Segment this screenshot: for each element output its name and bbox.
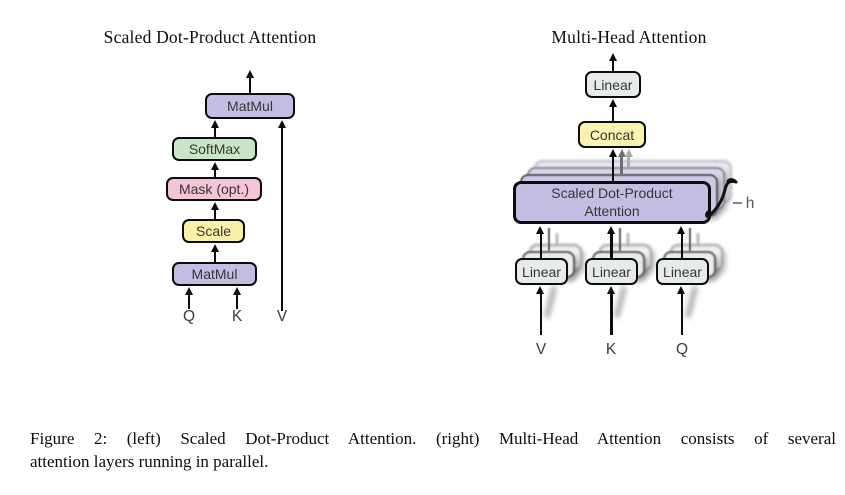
scale-label: Scale — [195, 223, 232, 239]
att-to-concat-arrowhead-3 — [624, 149, 633, 157]
linear-q-to-att-arrowhead — [677, 226, 686, 234]
v-input-arrowhead — [536, 286, 545, 294]
q-arrow-line — [187, 294, 191, 309]
mha-k-input-label: K — [605, 341, 617, 358]
heads-brace-curve — [705, 178, 742, 218]
caption-line-2: attention layers running in parallel. — [30, 451, 269, 471]
linear-top-label: Linear — [593, 76, 633, 93]
scaled-dot-product-attention-box: Scaled Dot-Product Attention — [513, 181, 711, 224]
q-input-line — [680, 293, 683, 335]
linear-k-label: Linear — [592, 263, 631, 280]
linear-k-box: Linear — [585, 258, 638, 285]
mha-output-line — [611, 60, 615, 71]
output-arrow-line — [248, 77, 252, 93]
softmax-to-matmul-line — [213, 127, 217, 137]
concat-to-linear-arrowhead — [608, 99, 617, 107]
q-input-arrowhead — [677, 286, 686, 294]
v-arrowhead — [277, 120, 286, 128]
k-input-label: K — [231, 308, 243, 325]
k-arrow-line — [235, 294, 239, 309]
matmul-top-box: MatMul — [205, 93, 295, 119]
linear-top-box: Linear — [585, 71, 641, 98]
mask-box: Mask (opt.) — [166, 177, 262, 201]
linear-v-box: Linear — [515, 258, 568, 285]
v-input-label: V — [276, 308, 288, 325]
att-to-concat-line-1 — [611, 156, 615, 181]
linear-k-to-att-arrowhead — [606, 226, 615, 234]
linear-k-to-att-line — [610, 233, 613, 258]
linear-q-back-line-1 — [689, 228, 692, 251]
scale-box: Scale — [182, 219, 245, 243]
linear-k-back-line-1 — [618, 228, 621, 251]
matmul-top-label: MatMul — [227, 98, 273, 114]
linear-v-to-att-arrowhead — [536, 226, 545, 234]
softmax-label: SoftMax — [188, 141, 241, 157]
matmul-to-scale-arrowhead — [210, 244, 219, 252]
att-to-concat-line-3 — [627, 156, 630, 167]
matmul-to-scale-line — [213, 251, 217, 262]
q-arrowhead — [184, 287, 193, 295]
linear-q-label: Linear — [663, 263, 702, 280]
linear-q-arrow-shadow — [685, 285, 698, 319]
v-line — [280, 127, 284, 311]
v-input-line — [539, 293, 542, 335]
k-input-arrowhead — [606, 286, 615, 294]
linear-q-box: Linear — [656, 258, 709, 285]
linear-v-arrow-shadow — [544, 285, 557, 319]
q-input-label: Q — [182, 308, 196, 325]
linear-q-to-att-line — [680, 233, 683, 258]
linear-v-label: Linear — [522, 263, 561, 280]
concat-label: Concat — [589, 126, 635, 143]
mha-q-input-label: Q — [675, 341, 689, 358]
linear-k-back-line-2 — [626, 233, 629, 245]
figure-caption: Figure 2: (left) Scaled Dot-Product Atte… — [30, 428, 836, 473]
left-diagram-title: Scaled Dot-Product Attention — [103, 27, 317, 47]
k-arrowhead — [232, 287, 241, 295]
mask-to-softmax-arrowhead — [210, 162, 219, 170]
concat-to-linear-line — [611, 106, 615, 121]
concat-box: Concat — [578, 121, 646, 148]
linear-q-back-line-2 — [697, 233, 700, 245]
k-input-line — [610, 293, 613, 335]
linear-v-back-line-2 — [556, 233, 559, 245]
att-to-concat-line-2 — [620, 156, 623, 174]
mask-to-softmax-line — [213, 169, 217, 177]
linear-v-to-att-line — [539, 233, 542, 258]
heads-count-label: h — [745, 195, 755, 212]
attention-label-line2: Attention — [584, 202, 640, 219]
right-diagram-title: Multi-Head Attention — [551, 27, 707, 47]
mha-output-arrowhead — [608, 53, 617, 61]
caption-line-1: Figure 2: (left) Scaled Dot-Product Atte… — [30, 429, 836, 448]
output-arrowhead — [245, 70, 254, 78]
linear-k-arrow-shadow — [614, 285, 627, 319]
softmax-box: SoftMax — [172, 137, 257, 161]
scale-to-mask-line — [213, 209, 217, 219]
attention-label-line1: Scaled Dot-Product — [551, 185, 673, 201]
matmul-bottom-label: MatMul — [191, 266, 238, 282]
scale-to-mask-arrowhead — [210, 202, 219, 210]
mha-v-input-label: V — [535, 341, 547, 358]
mask-label: Mask (opt.) — [178, 181, 249, 197]
linear-v-back-line-1 — [548, 228, 551, 251]
matmul-bottom-box: MatMul — [172, 262, 257, 286]
att-to-concat-arrowhead-1 — [608, 149, 617, 157]
att-to-concat-arrowhead-2 — [617, 149, 626, 157]
softmax-to-matmul-arrowhead — [210, 120, 219, 128]
